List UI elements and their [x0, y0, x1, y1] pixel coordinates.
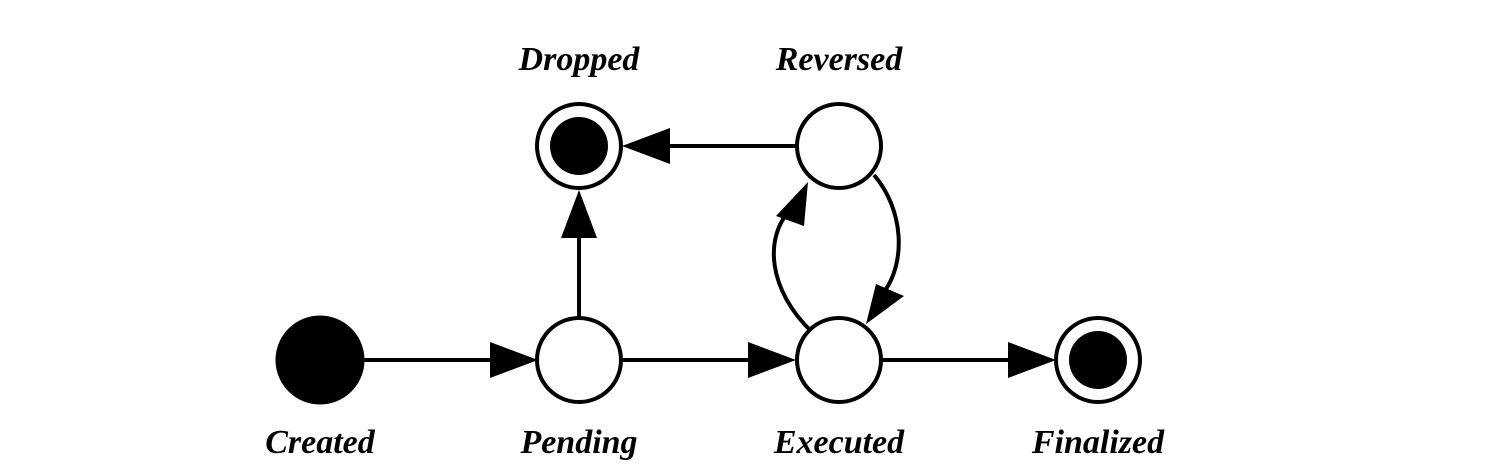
- state-reversed-node: [795, 102, 883, 190]
- arrowhead-to-finalized: [1008, 342, 1056, 378]
- state-finalized-core: [1069, 331, 1127, 389]
- label-pending: Pending: [519, 424, 637, 461]
- transitions: [363, 144, 1012, 362]
- label-dropped: Dropped: [518, 41, 641, 78]
- label-finalized: Finalized: [1031, 424, 1165, 461]
- edge-reversed-executed: [872, 173, 901, 294]
- arrowhead-to-executed: [748, 342, 796, 378]
- state-pending-node: [535, 316, 623, 404]
- arrowheads: [490, 128, 1056, 378]
- arrowhead-to-dropped-up: [561, 190, 597, 238]
- label-reversed: Reversed: [775, 41, 904, 78]
- arrowhead-to-reversed: [776, 182, 808, 226]
- label-created: Created: [265, 424, 376, 461]
- arrowhead-to-executed-curve: [866, 284, 904, 324]
- state-labels: Created Pending Executed Finalized Dropp…: [265, 41, 1165, 461]
- arrowhead-to-dropped-left: [622, 128, 670, 164]
- state-created-node: [275, 315, 365, 405]
- states: [275, 102, 1142, 405]
- state-dropped-core: [550, 117, 608, 175]
- edge-executed-reversed: [771, 208, 814, 334]
- state-executed-node: [795, 316, 883, 404]
- arrowhead-to-pending: [490, 342, 538, 378]
- label-executed: Executed: [773, 424, 905, 461]
